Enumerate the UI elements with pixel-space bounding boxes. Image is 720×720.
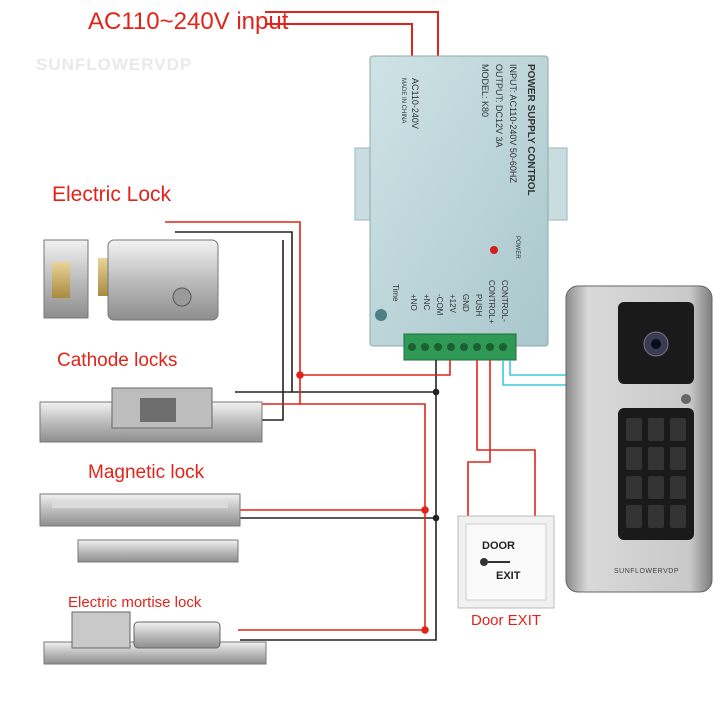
keypad-key bbox=[648, 418, 664, 441]
keypad-key bbox=[670, 447, 686, 470]
keypad-key bbox=[626, 418, 642, 441]
ac-input-wires bbox=[265, 11, 439, 58]
magnetic-lock-label: Magnetic lock bbox=[88, 462, 205, 483]
power-led-indicator bbox=[490, 246, 498, 254]
cathode-locks-label: Cathode locks bbox=[57, 350, 178, 371]
psu-output-spec: OUTPUT: DC12V 3A bbox=[494, 64, 504, 148]
electric-mortise-lock-label: Electric mortise lock bbox=[68, 594, 202, 611]
cyan-wires bbox=[502, 360, 568, 386]
doorbell-brand: SUNFLOWERVDP bbox=[614, 568, 679, 575]
psu-made-in: MADE IN CHINA bbox=[400, 78, 406, 124]
terminal-label-control-plus: CONTROL+ bbox=[487, 280, 496, 324]
psu-voltage: AC110-240V bbox=[410, 78, 420, 129]
keypad-key bbox=[670, 505, 686, 528]
door-exit-label: Door EXIT bbox=[471, 612, 542, 629]
ac-input-label: AC110~240V input bbox=[88, 8, 289, 35]
exit-button-exit-text: EXIT bbox=[496, 570, 521, 582]
terminal-label-push: PUSH bbox=[474, 294, 483, 317]
keypad-key bbox=[648, 447, 664, 470]
terminal-block bbox=[408, 343, 507, 351]
terminal-label-no: +NO bbox=[409, 294, 418, 311]
cathode-lock-device bbox=[39, 387, 263, 443]
terminal-label-control-minus: CONTROL- bbox=[500, 280, 509, 322]
psu-power-label: POWER bbox=[514, 236, 520, 259]
door-exit-button-device bbox=[457, 515, 555, 609]
watermark: SUNFLOWERVDP bbox=[36, 55, 193, 74]
electric-mortise-lock-device bbox=[43, 611, 267, 665]
psu-time-label: Time bbox=[391, 284, 400, 302]
power-supply-box bbox=[354, 55, 568, 361]
electric-lock-label: Electric Lock bbox=[52, 183, 172, 206]
psu-model: MODEL: K80 bbox=[480, 64, 490, 118]
keypad-key bbox=[626, 476, 642, 499]
psu-input-spec: INPUT: AC110-240V 50-60HZ bbox=[508, 64, 518, 183]
keypad-key bbox=[648, 505, 664, 528]
keypad-key bbox=[670, 418, 686, 441]
time-adjust-knob bbox=[375, 309, 387, 321]
red-wires bbox=[165, 221, 536, 634]
terminal-label-gnd: GND bbox=[461, 294, 470, 312]
terminal-label-12v: +12V bbox=[448, 294, 457, 313]
exit-button-door-text: DOOR bbox=[482, 540, 515, 552]
psu-title: POWER SUPPLY CONTROL bbox=[525, 64, 536, 196]
magnetic-lock-device bbox=[39, 493, 241, 563]
terminal-label-nc: +NC bbox=[422, 294, 431, 311]
keypad-key bbox=[626, 447, 642, 470]
keypad bbox=[626, 418, 686, 528]
electric-lock-device bbox=[43, 239, 219, 321]
keypad-key bbox=[626, 505, 642, 528]
keypad-key bbox=[670, 476, 686, 499]
terminal-label-com: -COM bbox=[435, 294, 444, 316]
keypad-key bbox=[648, 476, 664, 499]
